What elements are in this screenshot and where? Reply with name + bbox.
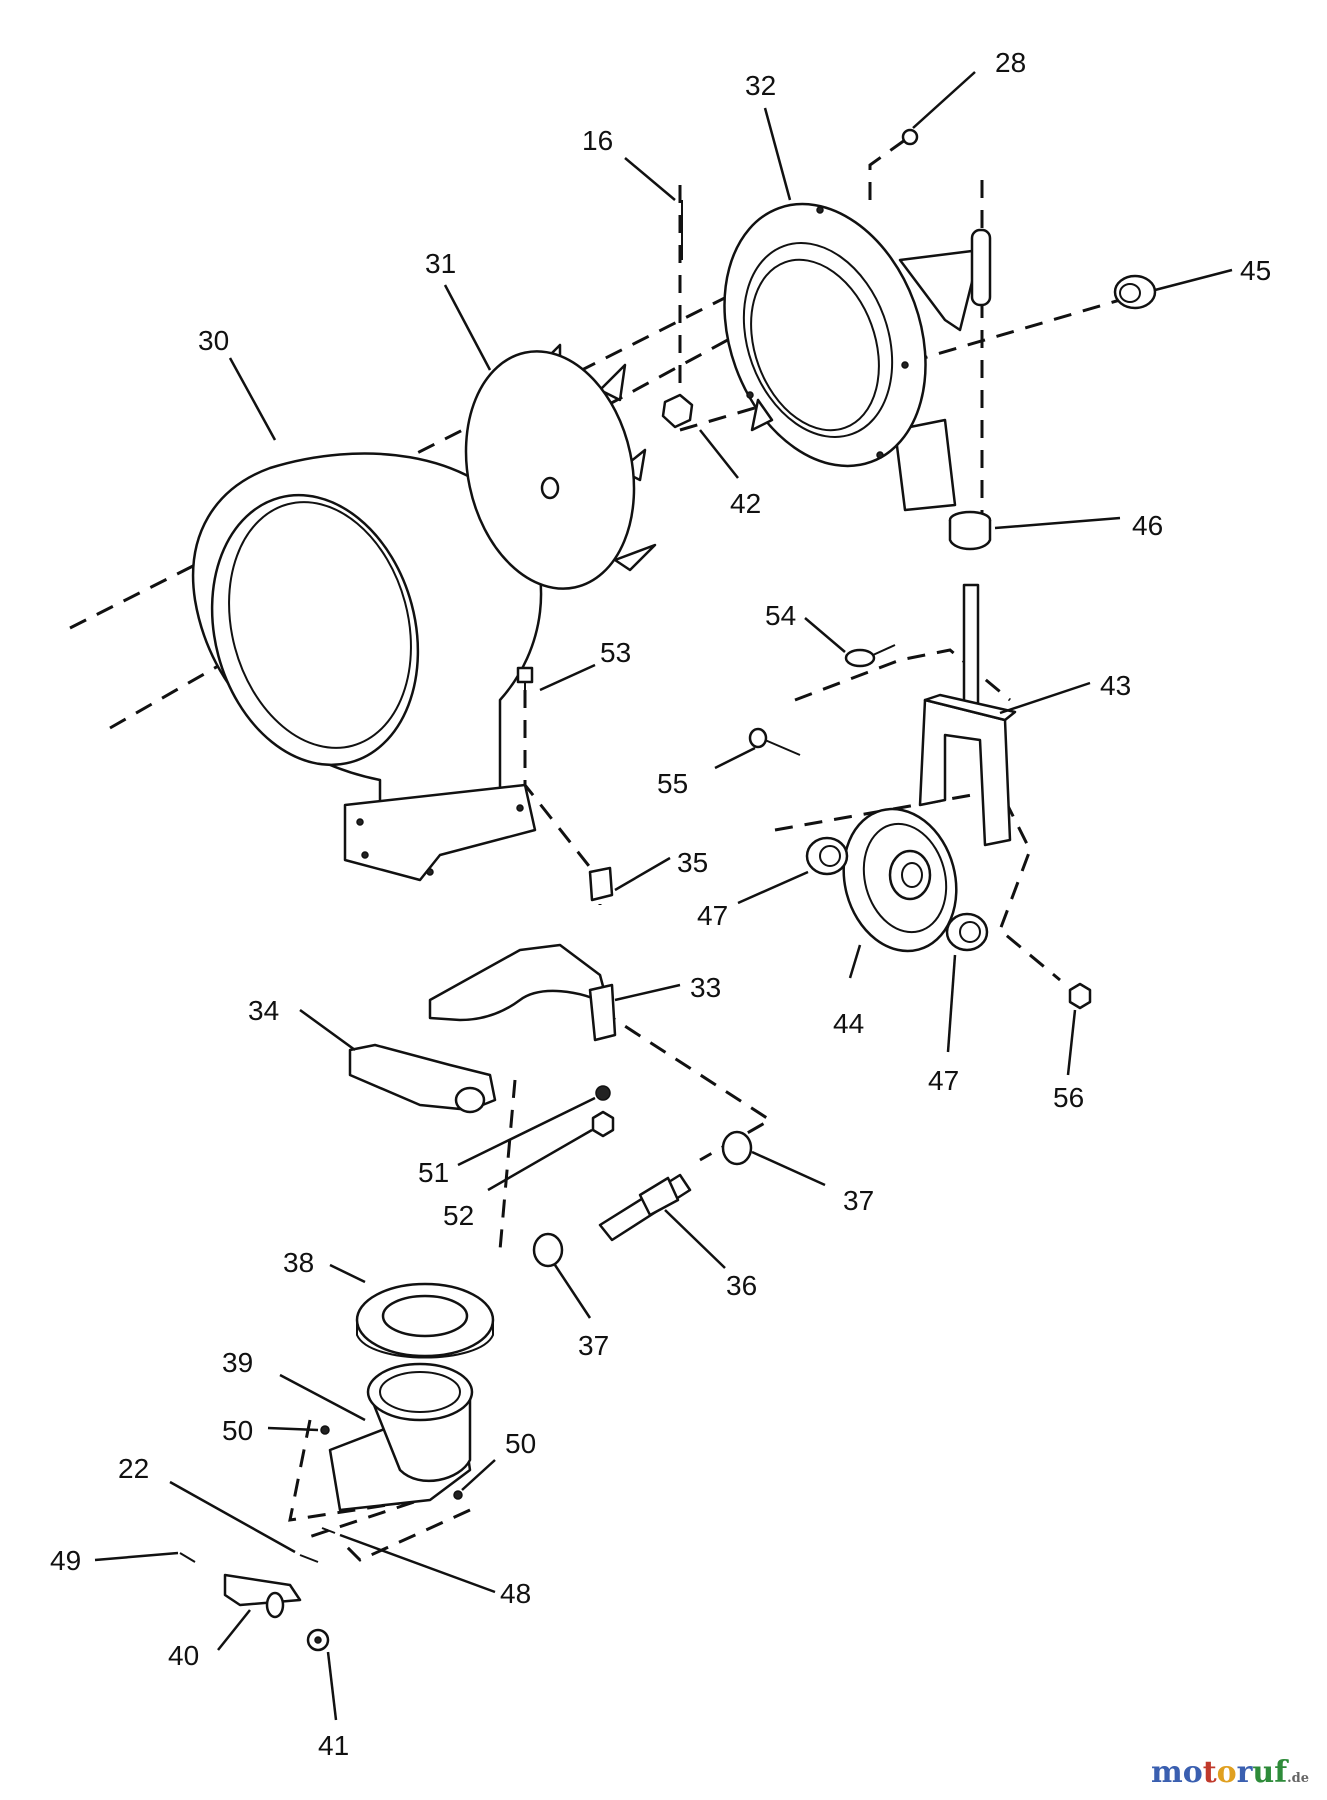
watermark-letter: o xyxy=(1216,1755,1237,1790)
callout-16: 16 xyxy=(582,125,613,156)
callout-49: 49 xyxy=(50,1545,81,1576)
impeller xyxy=(464,343,657,590)
screws-50 xyxy=(320,1425,463,1500)
watermark-letter: o xyxy=(1182,1755,1203,1790)
shaft-36 xyxy=(598,1173,692,1242)
callout-37-lower: 37 xyxy=(578,1330,609,1361)
leader-lines xyxy=(94,71,1233,1721)
callout-40: 40 xyxy=(168,1640,199,1671)
bracket-33 xyxy=(428,943,617,1042)
nut-51 xyxy=(595,1085,611,1101)
watermark-suffix: .de xyxy=(1287,1771,1309,1786)
bearing-47-left xyxy=(805,836,849,876)
fastener-28 xyxy=(901,128,919,146)
callout-31: 31 xyxy=(425,248,456,279)
nut-52 xyxy=(591,1110,615,1138)
knob-41 xyxy=(306,1628,330,1652)
callout-36: 36 xyxy=(726,1270,757,1301)
callout-55: 55 xyxy=(657,768,688,799)
housing-cover xyxy=(723,202,992,512)
eyebolt-54 xyxy=(844,644,896,668)
watermark-letter: t xyxy=(1202,1755,1217,1790)
watermark-logo: motoruf.de xyxy=(1151,1755,1309,1790)
callout-43: 43 xyxy=(1100,670,1131,701)
bushing-45 xyxy=(1113,274,1157,310)
bolt-55 xyxy=(748,727,801,756)
callout-47-right: 47 xyxy=(928,1065,959,1096)
callout-41: 41 xyxy=(318,1730,349,1761)
idler-pulley xyxy=(842,807,958,953)
callout-28: 28 xyxy=(995,47,1026,78)
watermark-letter: u xyxy=(1252,1755,1275,1790)
callout-labels: 28 32 16 45 31 30 42 46 54 53 43 55 35 4… xyxy=(50,47,1271,1761)
clip-35 xyxy=(588,866,614,902)
callout-47-left: 47 xyxy=(697,900,728,931)
callout-22: 22 xyxy=(118,1453,149,1484)
callout-50-right: 50 xyxy=(505,1428,536,1459)
bracket-34 xyxy=(348,1043,497,1114)
callout-38: 38 xyxy=(283,1247,314,1278)
callout-32: 32 xyxy=(745,70,776,101)
watermark-letter: f xyxy=(1274,1755,1288,1790)
callout-44: 44 xyxy=(833,1008,864,1039)
screw-49 xyxy=(179,1552,196,1563)
watermark-letter: m xyxy=(1150,1755,1183,1790)
nut-42 xyxy=(661,393,694,429)
screws-22-48 xyxy=(299,1527,336,1563)
bearing-47-right xyxy=(945,912,989,952)
elbow-39 xyxy=(328,1362,474,1512)
callout-51: 51 xyxy=(418,1157,449,1188)
ring-38 xyxy=(355,1282,495,1359)
bushing-46 xyxy=(948,510,992,551)
hinge-40 xyxy=(223,1573,302,1619)
callout-33: 33 xyxy=(690,972,721,1003)
callout-56: 56 xyxy=(1053,1082,1084,1113)
callout-42: 42 xyxy=(730,488,761,519)
callout-50-left: 50 xyxy=(222,1415,253,1446)
callout-48: 48 xyxy=(500,1578,531,1609)
bearing-37-upper xyxy=(721,1130,753,1166)
nut-56 xyxy=(1068,982,1092,1010)
bolt-53 xyxy=(516,666,534,705)
blower-housing xyxy=(191,452,543,882)
idler-bracket xyxy=(918,583,1017,847)
callout-30: 30 xyxy=(198,325,229,356)
callout-39: 39 xyxy=(222,1347,253,1378)
callout-46: 46 xyxy=(1132,510,1163,541)
callout-45: 45 xyxy=(1240,255,1271,286)
callout-35: 35 xyxy=(677,847,708,878)
callout-52: 52 xyxy=(443,1200,474,1231)
callout-53: 53 xyxy=(600,637,631,668)
callout-37-upper: 37 xyxy=(843,1185,874,1216)
bearing-37-lower xyxy=(532,1232,564,1268)
callout-54: 54 xyxy=(765,600,796,631)
watermark-letter: r xyxy=(1236,1755,1253,1790)
callout-34: 34 xyxy=(248,995,279,1026)
